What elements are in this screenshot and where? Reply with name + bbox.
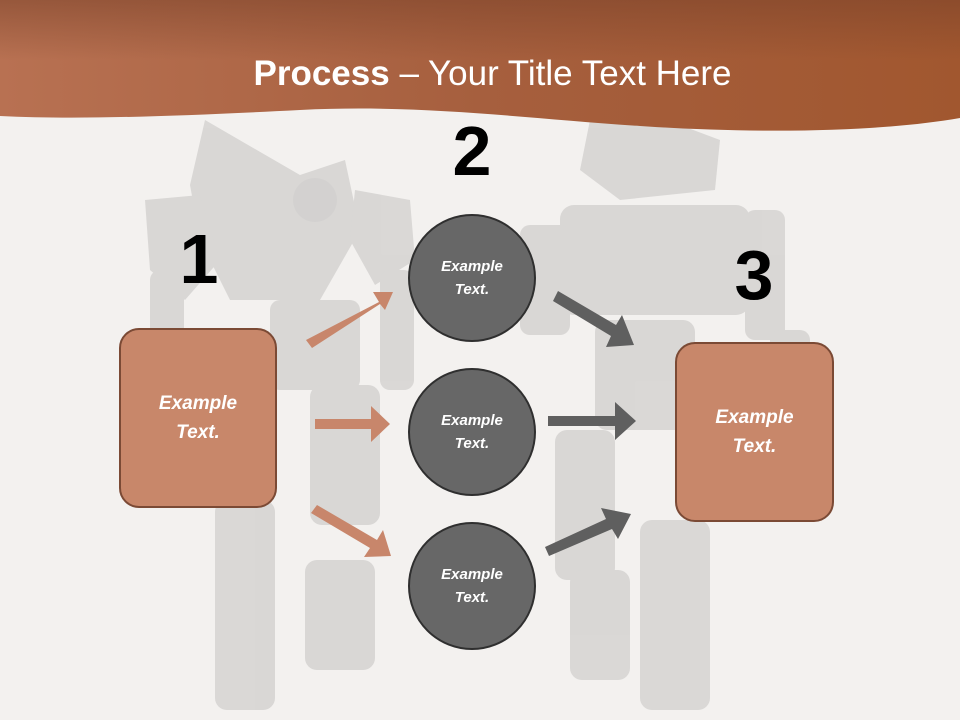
step-3-number: 3 — [734, 236, 774, 314]
slide-title: Process – Your Title Text Here — [0, 52, 960, 96]
step-2-circle-text: Example Text. — [441, 258, 503, 298]
step-2-circle-text: Example Text. — [441, 412, 503, 452]
step-1-number: 1 — [179, 220, 219, 298]
step-2-circle-middle: Example Text. — [408, 368, 536, 496]
arrow-right-icon — [315, 406, 390, 442]
header-band-shade — [0, 0, 960, 60]
step-2-circle-top: Example Text. — [408, 214, 536, 342]
slide-title-rest: – Your Title Text Here — [389, 54, 732, 93]
step-2-circle-bottom: Example Text. — [408, 522, 536, 650]
arrow-right-icon — [311, 505, 391, 557]
step-3-text: Example Text. — [715, 407, 794, 457]
arrow-right-icon — [553, 291, 634, 347]
step-1-box: Example Text. — [119, 328, 277, 508]
arrows-right-group — [545, 291, 636, 556]
step-1-text: Example Text. — [158, 393, 238, 443]
arrow-right-icon — [545, 508, 631, 556]
arrow-right-icon — [306, 292, 393, 348]
step-2-number: 2 — [452, 112, 492, 190]
step-2-circle-text: Example Text. — [441, 566, 503, 606]
slide-title-bold: Process — [253, 54, 390, 93]
arrow-right-icon — [548, 402, 636, 440]
arrows-left-group — [306, 292, 393, 557]
step-3-box: Example Text. — [675, 342, 834, 522]
